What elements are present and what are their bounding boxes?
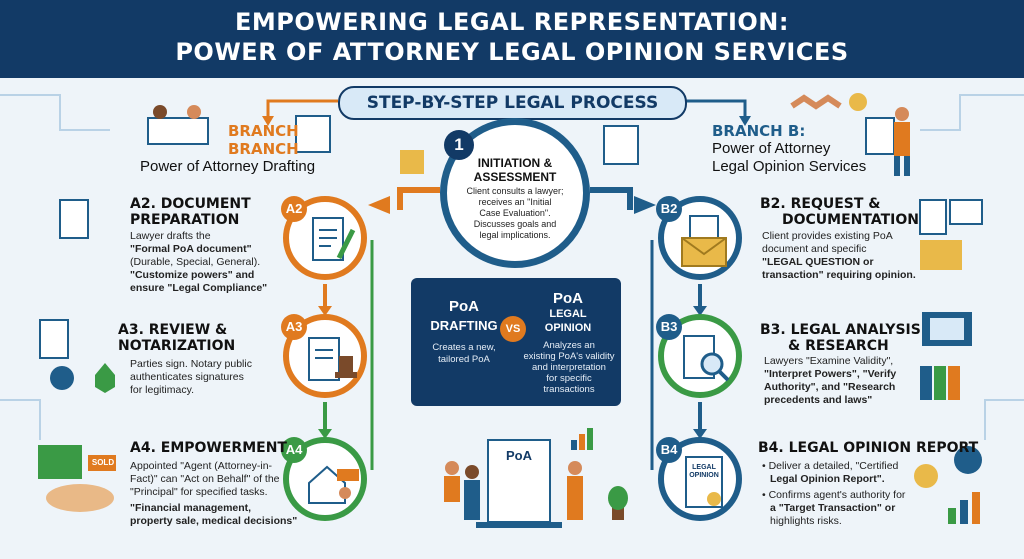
center-text: Discusses goals and — [473, 219, 557, 229]
b4-text: highlights risks. — [770, 515, 842, 527]
branch-b-subtitle-2: Legal Opinion Services — [712, 158, 867, 175]
a2-text: ensure "Legal Compliance" — [130, 282, 268, 294]
legal-opinion-document-icon: LEGAL OPINION — [685, 456, 723, 508]
a4-text: Appointed "Agent (Attorney-in- — [130, 460, 273, 472]
a4-text: Fact)" can "Act on Behalf" of the — [130, 473, 280, 485]
process-banner: STEP-BY-STEP LEGAL PROCESS — [338, 86, 687, 120]
center-text: receives an "Initial — [478, 197, 552, 207]
step-number-badge: 1 — [444, 130, 474, 160]
house-agent-icon — [308, 465, 359, 504]
drafting-text: tailored PoA — [438, 354, 490, 365]
opinion-doc-line2: OPINION — [689, 472, 719, 479]
b4-text: a "Target Transaction" or — [770, 502, 896, 514]
b3-badge: B3 — [656, 314, 682, 340]
a4-text: property sale, medical decisions" — [130, 515, 298, 527]
b2-badge: B2 — [656, 196, 682, 222]
b3-title: B3. LEGAL ANALYSIS — [760, 322, 921, 338]
b2-title: B2. REQUEST & — [760, 196, 881, 212]
document-pen-icon — [312, 217, 356, 261]
b2-title: DOCUMENTATION — [782, 212, 919, 228]
initiation-circle — [440, 118, 590, 268]
comparison-panel — [411, 278, 621, 406]
opinion-subtitle: OPINION — [544, 322, 592, 334]
opinion-doc-line1: LEGAL — [692, 464, 716, 471]
b3-text: precedents and laws" — [764, 394, 873, 406]
b2-text: "LEGAL QUESTION or — [762, 256, 874, 268]
a2-text: Lawyer drafts the — [130, 230, 211, 242]
b4-text: Legal Opinion Report". — [770, 473, 885, 485]
center-text: Client consults a lawyer; — [466, 186, 564, 196]
branch-b-subtitle-1: Power of Attorney — [712, 140, 831, 157]
b4-title: B4. LEGAL OPINION REPORT — [758, 440, 979, 456]
envelope-document-icon — [681, 215, 727, 267]
opinion-text: transactions — [543, 384, 595, 395]
branch-a-label-2: BRANCH — [228, 140, 299, 158]
b4-badge: B4 — [656, 437, 682, 463]
opinion-text: and interpretation — [532, 362, 606, 373]
arrow-center-to-a2 — [368, 196, 390, 214]
opinion-text: existing PoA's validity — [523, 351, 615, 362]
a4-circle — [283, 437, 367, 521]
sold-sign: SOLD — [91, 458, 115, 467]
branch-a-subtitle: Power of Attorney Drafting — [140, 158, 316, 175]
b4-text: • Confirms agent's authority for — [762, 489, 906, 501]
a2-text: "Formal PoA document" — [130, 243, 252, 255]
a3-title: A3. REVIEW & — [118, 322, 228, 338]
b3-circle — [658, 314, 742, 398]
center-text: Case Evaluation". — [479, 208, 551, 218]
page-title-line2: POWER OF ATTORNEY LEGAL OPINION SERVICES — [175, 38, 849, 66]
board-poa-label: PoA — [506, 448, 532, 463]
arrow-to-branch-b — [683, 99, 747, 118]
stamp-document-icon — [308, 337, 357, 381]
center-title-2: ASSESSMENT — [473, 170, 557, 184]
b2-text: transaction" requiring opinion. — [762, 269, 916, 281]
b3-text: Lawyers "Examine Validity", — [764, 355, 894, 367]
a3-badge: A3 — [281, 314, 307, 340]
drafting-subtitle: DRAFTING — [430, 318, 498, 333]
a4-text: "Financial management, — [130, 502, 252, 514]
b2-text: document and specific — [762, 243, 867, 255]
a2-title: A2. DOCUMENT — [130, 196, 251, 212]
a2-circle — [283, 196, 367, 280]
header-bar — [0, 0, 1024, 78]
b4-text: • Deliver a detailed, "Certified — [762, 460, 899, 472]
b3-text: "Interpret Powers", "Verify — [764, 368, 897, 380]
b3-text: Authority", and "Research — [764, 381, 896, 393]
drafting-text: Creates a new, — [432, 342, 496, 353]
opinion-text: for specific — [546, 373, 592, 384]
arrow-to-branch-a — [266, 99, 338, 118]
page-title-line1: EMPOWERING LEGAL REPRESENTATION: — [234, 8, 789, 36]
opinion-title: PoA — [553, 290, 583, 307]
center-title-1: INITIATION & — [477, 156, 553, 170]
a4-badge: A4 — [281, 437, 307, 463]
b2-text: Client provides existing PoA — [762, 230, 893, 242]
b2-circle — [658, 196, 742, 280]
center-text: legal implications. — [479, 230, 551, 240]
drafting-title: PoA — [449, 298, 479, 315]
magnifier-document-icon — [683, 335, 730, 382]
branch-b-label: BRANCH B: — [712, 122, 806, 140]
a2-text: "Customize powers" and — [130, 269, 255, 281]
branch-a-label-1: BRANCH — [228, 122, 299, 140]
a3-text: Parties sign. Notary public — [130, 358, 252, 370]
a3-text: for legitimacy. — [130, 384, 194, 396]
a3-title: NOTARIZATION — [118, 338, 236, 354]
opinion-text: Analyzes an — [543, 340, 595, 351]
vs-badge: VS — [500, 316, 526, 342]
a4-title: A4. EMPOWERMENT — [130, 440, 287, 456]
a2-text: (Durable, Special, General). — [130, 256, 261, 268]
a2-badge: A2 — [281, 196, 307, 222]
a2-title: PREPARATION — [130, 212, 240, 228]
opinion-subtitle: LEGAL — [549, 308, 587, 320]
a3-text: authenticates signatures — [130, 371, 244, 383]
b3-title: & RESEARCH — [788, 338, 889, 354]
arrow-center-to-b2 — [634, 196, 656, 214]
a4-text: "Principal" for specified tasks. — [130, 486, 268, 498]
